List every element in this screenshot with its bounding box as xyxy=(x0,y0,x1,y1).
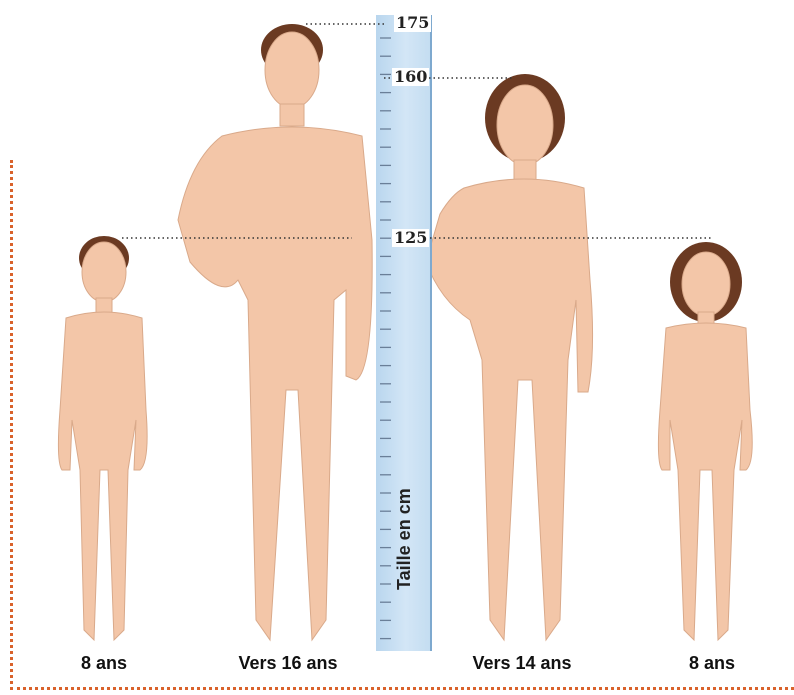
ruler-value-175: 175 xyxy=(394,14,431,32)
ruler-value-160: 160 xyxy=(392,68,429,86)
caption-boy-16: Vers 16 ans xyxy=(238,653,337,674)
caption-girl-8: 8 ans xyxy=(689,653,735,674)
ruler-value-125: 125 xyxy=(392,229,429,247)
caption-girl-14: Vers 14 ans xyxy=(472,653,571,674)
caption-boy-8: 8 ans xyxy=(81,653,127,674)
ruler-axis-label: Taille en cm xyxy=(394,488,415,590)
